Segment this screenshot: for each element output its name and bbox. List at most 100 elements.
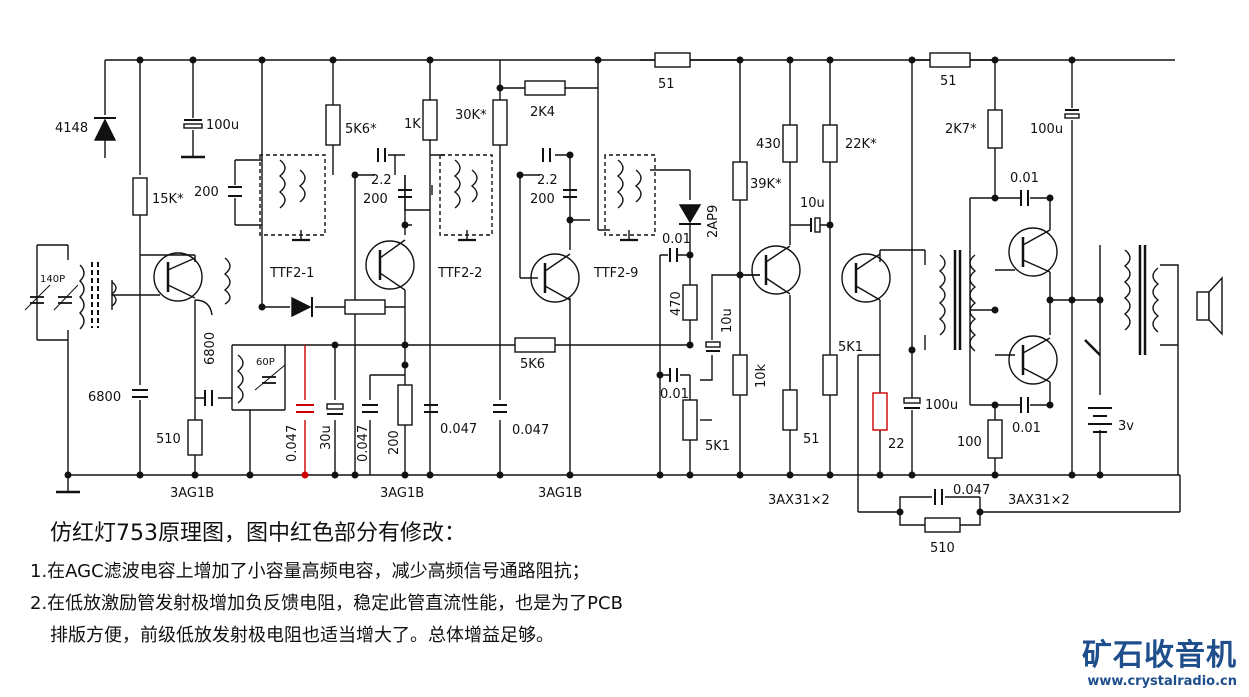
label-2k7: 2K7* xyxy=(945,122,977,137)
label-q67: 3AX31×2 xyxy=(1008,493,1070,508)
resistor-feedback xyxy=(344,299,386,315)
resistor-2k7 xyxy=(987,109,1003,149)
label-100: 100 xyxy=(957,435,982,450)
site-watermark: 矿石收音机 www.crystalradio.cn xyxy=(1082,630,1237,689)
label-30u: 30u xyxy=(319,425,334,450)
label-10u-1: 10u xyxy=(720,308,735,333)
coils xyxy=(79,154,1160,404)
diode-2ap9 xyxy=(678,204,702,224)
label-001-3: 0.01 xyxy=(1010,171,1039,186)
resistor-30k xyxy=(492,99,508,146)
label-vr5k1: 5K1 xyxy=(705,439,730,454)
brand-url: www.crystalradio.cn xyxy=(1087,674,1237,689)
label-q1: 3AG1B xyxy=(170,486,214,501)
label-200-v: 200 xyxy=(387,430,402,455)
label-1k: 1K xyxy=(404,117,421,132)
label-200-2: 200 xyxy=(363,192,388,207)
caption-line-3: 排版方便，前级低放发射极电阻也适当增大了。总体增益足够。 xyxy=(50,625,554,646)
label-470: 470 xyxy=(669,291,684,316)
label-0047-2: 0.047 xyxy=(356,425,371,462)
label-10k: 10k xyxy=(754,363,769,388)
caption-line-2: 2.在低放激励管发射极增加负反馈电阻，稳定此管直流性能，也是为了PCB xyxy=(30,593,623,614)
label-2k4: 2K4 xyxy=(530,105,555,120)
label-100u-3: 100u xyxy=(1030,122,1063,137)
resistor-2k4 xyxy=(524,80,566,96)
label-200-3: 200 xyxy=(530,192,555,207)
diode-4148 xyxy=(93,118,117,141)
resistor-5k6 xyxy=(514,337,556,353)
ground-symbols xyxy=(292,230,638,242)
diode-agc xyxy=(291,296,312,318)
label-10u-2: 10u xyxy=(800,196,825,211)
variable-capacitors xyxy=(24,284,286,391)
label-q45: 3AX31×2 xyxy=(768,493,830,508)
components xyxy=(93,52,1223,533)
label-q3: 3AG1B xyxy=(538,486,582,501)
label-0047-3: 0.047 xyxy=(440,422,477,437)
resistor-100 xyxy=(987,419,1003,459)
label-30k: 30K* xyxy=(455,108,487,123)
resistor-5k1-2 xyxy=(822,354,838,396)
junction-dots xyxy=(64,56,1104,516)
label-100u-1: 100u xyxy=(206,118,239,133)
label-001-2: 0.01 xyxy=(660,387,689,402)
label-22k: 22K* xyxy=(845,137,877,152)
brand-name: 矿石收音机 xyxy=(1082,638,1237,673)
label-39k: 39K* xyxy=(750,177,782,192)
potentiometer-5k1 xyxy=(682,399,698,441)
label-4148: 4148 xyxy=(55,121,88,136)
resistor-200 xyxy=(397,384,413,426)
label-200-1: 200 xyxy=(194,185,219,200)
label-100u-2: 100u xyxy=(925,398,958,413)
label-51-2: 51 xyxy=(803,432,820,447)
transistors xyxy=(153,227,1058,385)
component-labels: 4148 100u 15K* 200 140P 6800 6800 60P 51… xyxy=(40,74,1134,556)
resistor-15k xyxy=(132,177,148,216)
label-q2: 3AG1B xyxy=(380,486,424,501)
label-2-2-1: 2.2 xyxy=(371,173,392,188)
resistor-22k xyxy=(822,124,838,163)
resistor-22-red xyxy=(872,392,888,431)
label-001-4: 0.01 xyxy=(1012,421,1041,436)
resistor-1k xyxy=(422,99,438,141)
label-0047-4: 0.047 xyxy=(512,423,549,438)
label-22: 22 xyxy=(888,437,905,452)
resistor-470 xyxy=(682,284,698,321)
resistor-430 xyxy=(782,124,798,163)
label-430: 430 xyxy=(756,137,781,152)
label-6800-gnd: 6800 xyxy=(88,390,121,405)
label-0047-red: 0.047 xyxy=(285,425,300,462)
caption-line-1: 1.在AGC滤波电容上增加了小容量高频电容，减少高频信号通路阻抗； xyxy=(30,561,590,582)
label-5k6: 5K6 xyxy=(520,357,545,372)
label-60p: 60P xyxy=(256,357,275,368)
resistor-51-3 xyxy=(929,52,971,68)
label-5k1-2: 5K1 xyxy=(838,340,863,355)
label-3v: 3v xyxy=(1118,419,1134,434)
wiring xyxy=(36,59,1181,526)
resistor-10k xyxy=(732,354,748,396)
resistor-510-fb xyxy=(924,517,961,533)
label-ttf2-2: TTF2-2 xyxy=(437,266,482,281)
label-6800-v: 6800 xyxy=(203,332,218,365)
label-5k6-star: 5K6* xyxy=(345,122,377,137)
label-140p: 140P xyxy=(40,274,65,285)
label-001-1: 0.01 xyxy=(662,232,691,247)
label-ttf2-9: TTF2-9 xyxy=(593,266,638,281)
label-2ap9: 2AP9 xyxy=(706,205,721,238)
resistor-51-1 xyxy=(654,52,691,68)
label-0047-fb: 0.047 xyxy=(953,483,990,498)
resistor-5k6-star xyxy=(325,104,341,146)
caption-title: 仿红灯753原理图，图中红色部分有修改： xyxy=(50,521,466,546)
label-ttf2-1: TTF2-1 xyxy=(269,266,314,281)
resistor-39k xyxy=(732,161,748,201)
label-510-fb: 510 xyxy=(930,541,955,556)
resistor-51-2 xyxy=(782,389,798,431)
resistor-510 xyxy=(187,419,203,456)
label-51-1: 51 xyxy=(658,77,675,92)
label-510-1: 510 xyxy=(156,432,181,447)
label-2-2-2: 2.2 xyxy=(537,173,558,188)
speaker xyxy=(1196,291,1210,321)
label-51-3: 51 xyxy=(940,74,957,89)
label-15k: 15K* xyxy=(152,192,184,207)
